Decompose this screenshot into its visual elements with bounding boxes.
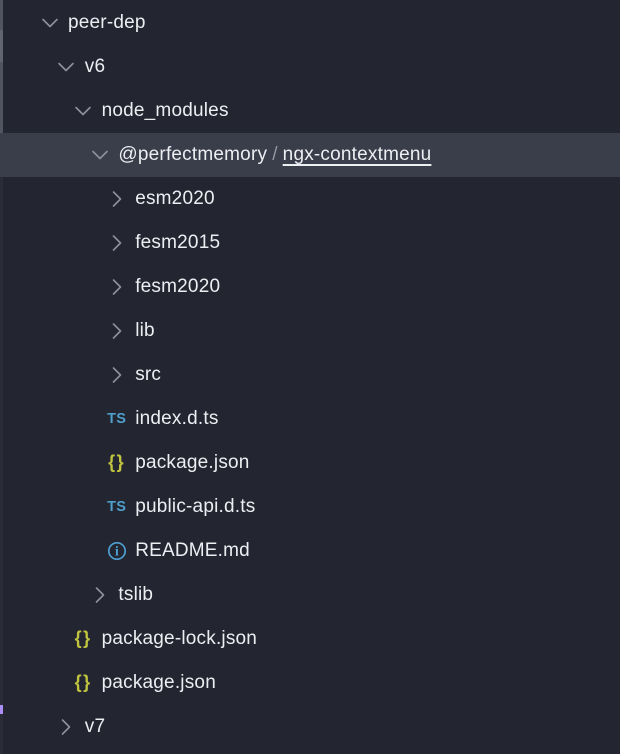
- chevron-right-icon[interactable]: [108, 190, 126, 208]
- item-label: peer-dep: [68, 12, 146, 33]
- item-icon-slot: {}: [98, 452, 135, 472]
- item-label: README.md: [135, 540, 250, 561]
- item-label: esm2020: [135, 188, 215, 209]
- tree-item-tslib[interactable]: tslib: [0, 573, 620, 617]
- chevron-down-icon[interactable]: [41, 14, 59, 32]
- left-edge-top-segment: [0, 0, 3, 133]
- tree-item-package-json[interactable]: {} package.json: [0, 661, 620, 705]
- item-label-part: @perfectmemory: [118, 144, 268, 165]
- chevron-down-icon[interactable]: [74, 102, 92, 120]
- item-icon-slot: [98, 322, 135, 340]
- item-label: v6: [84, 56, 106, 77]
- item-icon-slot: {}: [65, 628, 102, 648]
- chevron-right-icon[interactable]: [108, 322, 126, 340]
- json-icon: {}: [74, 672, 92, 692]
- item-icon-slot: [81, 146, 118, 164]
- item-icon-slot: [65, 102, 102, 120]
- info-icon: i: [107, 541, 126, 561]
- scrollbar-marker: [0, 705, 3, 714]
- chevron-right-icon[interactable]: [108, 278, 126, 296]
- tree-item-peer-dep[interactable]: peer-dep: [0, 1, 620, 45]
- tree-item-package-lock-json[interactable]: {} package-lock.json: [0, 617, 620, 661]
- tree-item-lib[interactable]: lib: [0, 309, 620, 353]
- item-label-part: /: [272, 144, 278, 165]
- chevron-right-icon[interactable]: [108, 366, 126, 384]
- tree-item-v7[interactable]: v7: [0, 705, 620, 749]
- item-icon-slot: [98, 190, 135, 208]
- item-icon-slot: TS: [98, 412, 135, 427]
- item-label: src: [135, 364, 162, 385]
- tree-item-package-json[interactable]: {} package.json: [0, 441, 620, 485]
- tree-item-esm2020[interactable]: esm2020: [0, 177, 620, 221]
- chevron-right-icon[interactable]: [91, 586, 109, 604]
- tree-item-public-api-d-ts[interactable]: TS public-api.d.ts: [0, 485, 620, 529]
- item-label: fesm2015: [135, 232, 221, 253]
- left-edge-thumb[interactable]: [0, 30, 3, 62]
- chevron-down-icon[interactable]: [91, 146, 109, 164]
- item-icon-slot: {}: [65, 672, 102, 692]
- chevron-right-icon[interactable]: [108, 234, 126, 252]
- item-icon-slot: [98, 366, 135, 384]
- json-icon: {}: [74, 628, 92, 648]
- json-icon: {}: [108, 452, 126, 472]
- item-label: lib: [135, 320, 155, 341]
- item-label: index.d.ts: [135, 408, 219, 429]
- tree-item-index-d-ts[interactable]: TS index.d.ts: [0, 397, 620, 441]
- panel-left-edge: [0, 0, 3, 754]
- typescript-icon: TS: [107, 498, 127, 515]
- item-label: node_modules: [101, 100, 229, 121]
- tree-item-src[interactable]: src: [0, 353, 620, 397]
- item-icon-slot: [98, 234, 135, 252]
- tree-item-fesm2020[interactable]: fesm2020: [0, 265, 620, 309]
- item-icon-slot: [81, 586, 118, 604]
- typescript-icon: TS: [107, 410, 127, 427]
- chevron-down-icon[interactable]: [57, 58, 75, 76]
- tree-item-v6[interactable]: v6: [0, 45, 620, 89]
- item-label: fesm2020: [135, 276, 221, 297]
- item-icon-slot: [48, 718, 85, 736]
- item-label: package-lock.json: [101, 628, 258, 649]
- tree-item-node-modules[interactable]: node_modules: [0, 89, 620, 133]
- tree-item-readme-md[interactable]: i README.md: [0, 529, 620, 573]
- item-icon-slot: [98, 278, 135, 296]
- item-label-link-part[interactable]: ngx-contextmenu: [282, 144, 432, 165]
- item-icon-slot: TS: [98, 500, 135, 515]
- item-icon-slot: [48, 58, 85, 76]
- chevron-right-icon[interactable]: [57, 718, 75, 736]
- item-label: package.json: [135, 452, 250, 473]
- item-icon-slot: [31, 14, 68, 32]
- item-label: package.json: [101, 672, 216, 693]
- tree-item-perfectmemory-ngx-contextmenu[interactable]: @perfectmemory/ngx-contextmenu: [0, 133, 620, 177]
- item-label: @perfectmemory/ngx-contextmenu: [118, 144, 431, 166]
- item-label: v7: [84, 716, 106, 737]
- tree-item-fesm2015[interactable]: fesm2015: [0, 221, 620, 265]
- item-icon-slot: i: [98, 540, 135, 562]
- item-label: public-api.d.ts: [135, 496, 256, 517]
- item-label: tslib: [118, 584, 154, 605]
- svg-text:i: i: [115, 544, 119, 559]
